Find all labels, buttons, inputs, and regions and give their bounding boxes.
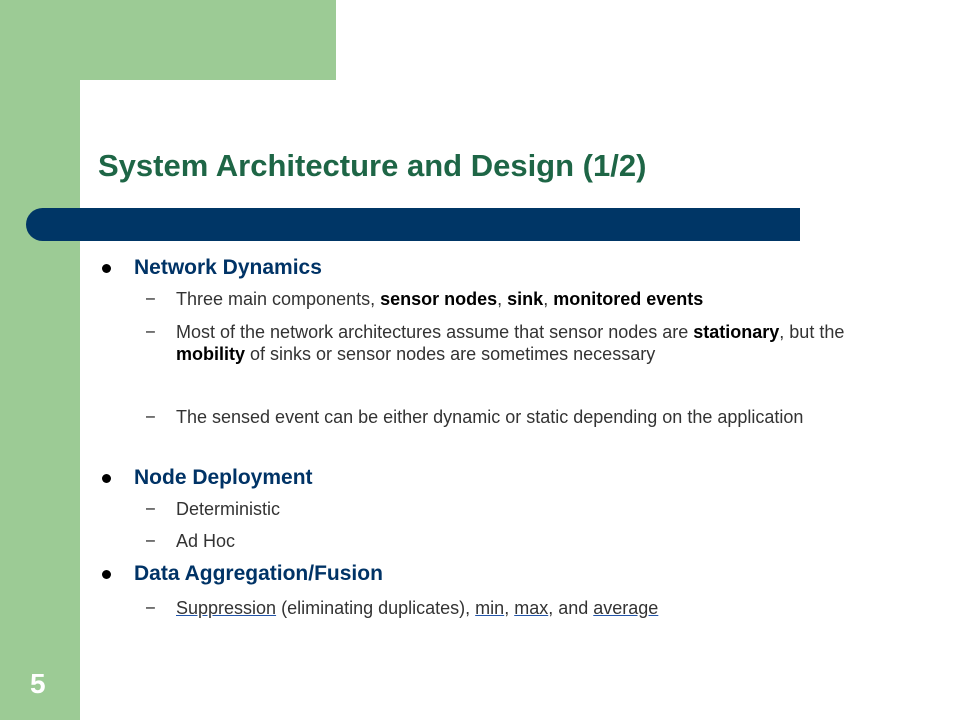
link-min[interactable]: min (475, 598, 505, 618)
dash-icon: – (146, 500, 155, 517)
list-item: Most of the network architectures assume… (176, 322, 845, 364)
dash-icon: – (146, 290, 155, 307)
list-item: Ad Hoc (176, 531, 236, 551)
link-max[interactable]: max (514, 598, 549, 618)
section-heading: Network Dynamics (134, 256, 322, 279)
title-underline-bar (26, 208, 800, 241)
link-suppression[interactable]: Suppression (176, 598, 277, 618)
list-item: The sensed event can be either dynamic o… (176, 407, 804, 427)
bullet-icon (102, 264, 111, 273)
page-number: 5 (30, 668, 46, 699)
section-heading: Data Aggregation/Fusion (134, 562, 383, 585)
slide-title: System Architecture and Design (1/2) (98, 148, 647, 183)
bullet-icon (102, 474, 111, 483)
dash-icon: – (146, 599, 155, 616)
left-green-band (0, 0, 80, 720)
section-heading: Node Deployment (134, 466, 313, 489)
dash-icon: – (146, 323, 155, 340)
link-average[interactable]: average (593, 598, 659, 618)
bullet-icon (102, 570, 111, 579)
dash-icon: – (146, 408, 155, 425)
list-item: Three main components, sensor nodes, sin… (176, 289, 704, 309)
list-item: Suppression (eliminating duplicates), mi… (176, 598, 659, 618)
top-green-band (80, 0, 336, 80)
dash-icon: – (146, 532, 155, 549)
list-item: Deterministic (176, 499, 281, 519)
